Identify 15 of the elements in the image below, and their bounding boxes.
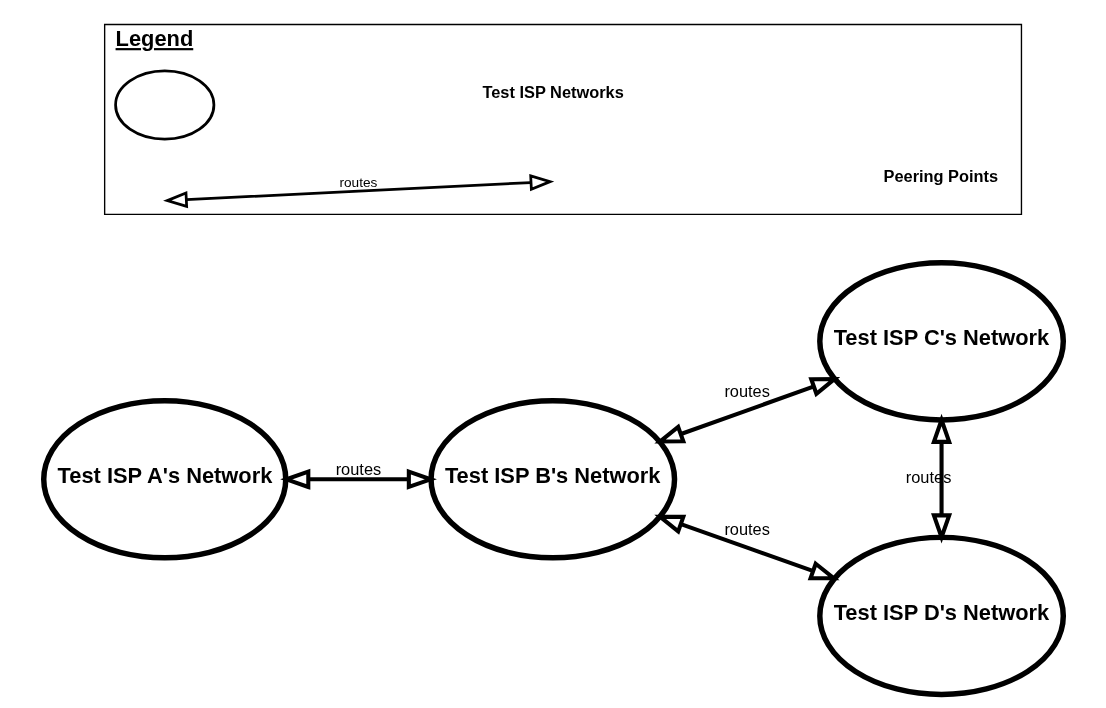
node-ellipse: Test ISP A's Network: [40, 398, 288, 561]
legend-label: Test ISP Networks: [481, 83, 624, 102]
label: routes: [338, 175, 377, 191]
node-ellipse: Test ISP B's Network: [427, 398, 677, 561]
arrow: [653, 377, 840, 444]
edge-label: routes: [335, 459, 381, 478]
arrow: [279, 468, 437, 490]
edge-label: routes: [723, 519, 770, 538]
node-ellipse: Test ISP C's Network: [816, 260, 1066, 423]
arrow: [653, 514, 840, 581]
legend-label: Peering Points: [883, 166, 998, 185]
arrow: [930, 413, 952, 544]
edge-label: routes: [723, 381, 770, 400]
node-cloud: [113, 69, 215, 141]
node-ellipse: Test ISP D's Network: [816, 534, 1066, 698]
